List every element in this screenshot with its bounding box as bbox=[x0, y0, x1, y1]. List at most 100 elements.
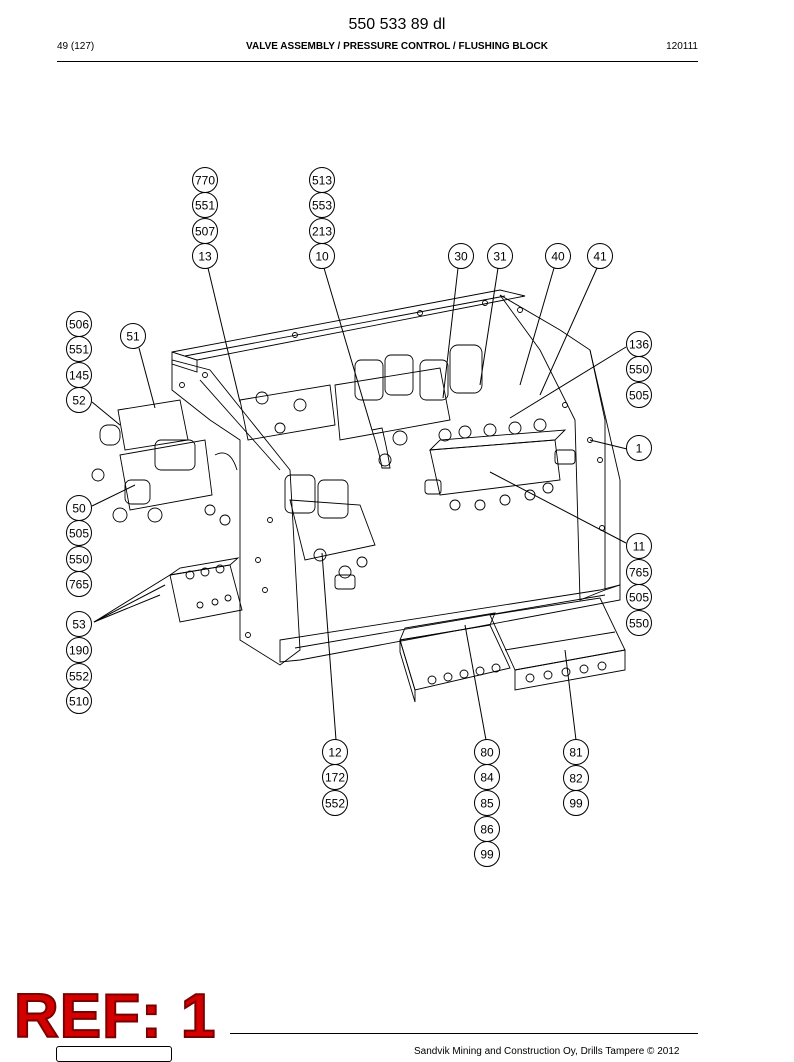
svg-text:51: 51 bbox=[126, 330, 140, 344]
callout-bubble: 12 bbox=[322, 739, 348, 765]
small-block bbox=[169, 557, 243, 623]
svg-text:82: 82 bbox=[569, 772, 583, 786]
svg-text:506: 506 bbox=[69, 318, 89, 332]
callout-bubble: 136 bbox=[626, 331, 652, 357]
callout-bubble: 510 bbox=[66, 688, 92, 714]
ref-stamp: REF: 1 bbox=[13, 982, 217, 1051]
callout-bubble: 40 bbox=[545, 243, 571, 269]
left-valve-assembly bbox=[91, 399, 238, 526]
svg-text:81: 81 bbox=[569, 746, 583, 760]
svg-text:552: 552 bbox=[325, 797, 345, 811]
page-number: 49 (127) bbox=[57, 41, 95, 52]
svg-text:41: 41 bbox=[593, 250, 607, 264]
svg-text:770: 770 bbox=[195, 174, 215, 188]
svg-text:40: 40 bbox=[551, 250, 565, 264]
svg-text:52: 52 bbox=[72, 394, 86, 408]
header-rule bbox=[57, 61, 698, 62]
callout-bubble: 765 bbox=[66, 571, 92, 597]
svg-text:553: 553 bbox=[312, 199, 332, 213]
svg-text:510: 510 bbox=[69, 695, 89, 709]
callout-bubble: 30 bbox=[448, 243, 474, 269]
callout-bubble: 550 bbox=[626, 610, 652, 636]
right-manifold bbox=[424, 418, 576, 511]
upper-valve-group bbox=[239, 344, 483, 469]
document-number: 550 533 89 dl bbox=[348, 16, 446, 33]
callout-bubble: 765 bbox=[626, 559, 652, 585]
svg-text:80: 80 bbox=[480, 746, 494, 760]
callout-bubble: 213 bbox=[309, 218, 335, 244]
callout-bubble: 505 bbox=[626, 382, 652, 408]
callout-bubble: 50 bbox=[66, 495, 92, 521]
svg-text:505: 505 bbox=[69, 527, 89, 541]
svg-text:99: 99 bbox=[480, 848, 494, 862]
callout-bubble: 1 bbox=[626, 435, 652, 461]
callout-bubble: 99 bbox=[563, 790, 589, 816]
callout-bubble: 550 bbox=[626, 356, 652, 382]
callout-bubble: 41 bbox=[587, 243, 613, 269]
center-valve bbox=[284, 474, 376, 590]
callout-bubble: 190 bbox=[66, 637, 92, 663]
callout-bubble: 513 bbox=[309, 167, 335, 193]
svg-text:550: 550 bbox=[629, 363, 649, 377]
callout-bubble: 53 bbox=[66, 611, 92, 637]
svg-text:507: 507 bbox=[195, 225, 215, 239]
svg-text:31: 31 bbox=[493, 250, 507, 264]
svg-text:10: 10 bbox=[315, 250, 329, 264]
callout-bubble: 99 bbox=[474, 841, 500, 867]
svg-text:213: 213 bbox=[312, 225, 332, 239]
callout-bubble: 553 bbox=[309, 192, 335, 218]
callout-bubble: 172 bbox=[322, 764, 348, 790]
junction-boxes bbox=[399, 597, 626, 703]
callout-bubble: 506 bbox=[66, 311, 92, 337]
svg-text:53: 53 bbox=[72, 618, 86, 632]
svg-text:190: 190 bbox=[69, 644, 89, 658]
svg-text:552: 552 bbox=[69, 670, 89, 684]
page-title: VALVE ASSEMBLY / PRESSURE CONTROL / FLUS… bbox=[246, 41, 548, 52]
svg-text:172: 172 bbox=[325, 771, 345, 785]
footer-copyright: Sandvik Mining and Construction Oy, Dril… bbox=[414, 1046, 680, 1057]
svg-text:551: 551 bbox=[69, 343, 89, 357]
svg-text:513: 513 bbox=[312, 174, 332, 188]
svg-text:13: 13 bbox=[198, 250, 212, 264]
callout-bubble: 552 bbox=[322, 790, 348, 816]
svg-text:505: 505 bbox=[629, 389, 649, 403]
callout-bubble: 82 bbox=[563, 765, 589, 791]
callout-bubble: 86 bbox=[474, 816, 500, 842]
footer-rule bbox=[230, 1033, 698, 1034]
callout-bubble: 81 bbox=[563, 739, 589, 765]
svg-text:99: 99 bbox=[569, 797, 583, 811]
main-frame bbox=[171, 289, 621, 666]
svg-text:765: 765 bbox=[69, 578, 89, 592]
callout-bubble: 80 bbox=[474, 739, 500, 765]
date-code: 120111 bbox=[666, 41, 698, 52]
callout-bubble: 145 bbox=[66, 362, 92, 388]
callout-bubble: 552 bbox=[66, 663, 92, 689]
svg-text:12: 12 bbox=[328, 746, 342, 760]
callout-bubbles: 770 551 507 13 513 553 213 10 30 31 40 4… bbox=[66, 167, 652, 867]
svg-text:505: 505 bbox=[629, 591, 649, 605]
svg-text:30: 30 bbox=[454, 250, 468, 264]
callout-bubble: 85 bbox=[474, 790, 500, 816]
callout-bubble: 505 bbox=[626, 584, 652, 610]
callout-bubble: 84 bbox=[474, 764, 500, 790]
brand-logo-box bbox=[56, 1046, 172, 1062]
callout-bubble: 11 bbox=[626, 533, 652, 559]
callout-bubble: 505 bbox=[66, 520, 92, 546]
callout-bubble: 551 bbox=[66, 336, 92, 362]
leader-lines bbox=[91, 267, 628, 741]
callout-bubble: 507 bbox=[192, 218, 218, 244]
svg-text:50: 50 bbox=[72, 502, 86, 516]
svg-text:1: 1 bbox=[636, 442, 643, 456]
callout-bubble: 10 bbox=[309, 243, 335, 269]
svg-text:551: 551 bbox=[195, 199, 215, 213]
svg-text:136: 136 bbox=[629, 338, 649, 352]
svg-text:86: 86 bbox=[480, 823, 494, 837]
svg-text:765: 765 bbox=[629, 566, 649, 580]
svg-text:11: 11 bbox=[633, 540, 646, 554]
svg-text:84: 84 bbox=[480, 771, 494, 785]
callout-bubble: 550 bbox=[66, 546, 92, 572]
svg-text:85: 85 bbox=[480, 797, 494, 811]
svg-text:145: 145 bbox=[69, 369, 89, 383]
callout-bubble: 13 bbox=[192, 243, 218, 269]
